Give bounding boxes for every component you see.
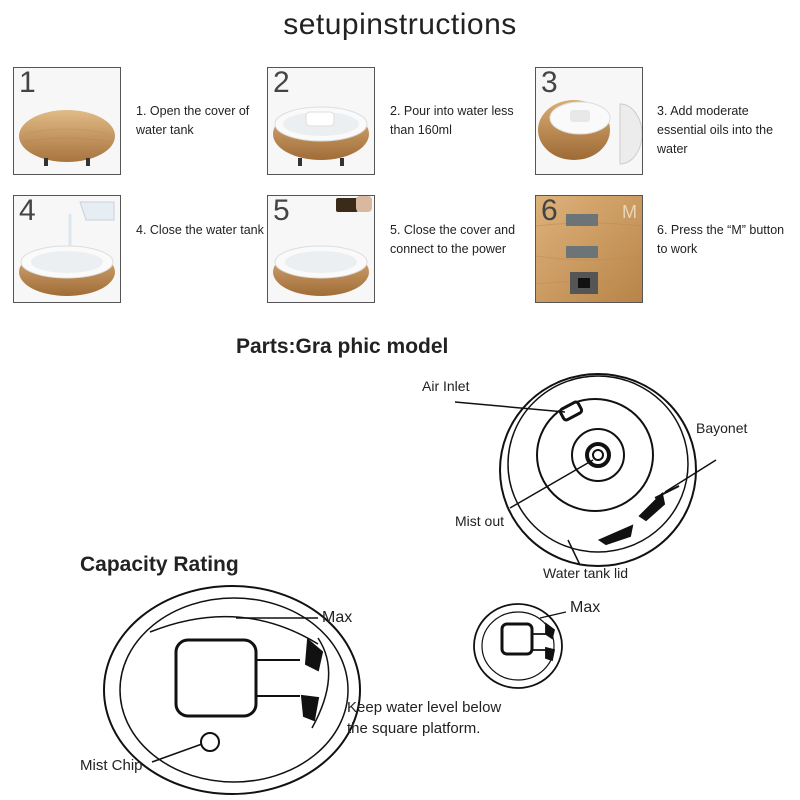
step-6-text: 6. Press the “M” button to work bbox=[657, 223, 785, 256]
capacity-note: Keep water level below the square platfo… bbox=[347, 697, 501, 739]
bayonet-shape bbox=[638, 491, 666, 522]
mist-out-label: Mist out bbox=[455, 513, 505, 529]
square-platform bbox=[174, 638, 258, 718]
tank-ring bbox=[536, 398, 654, 512]
mist-out-leader bbox=[509, 459, 594, 509]
mist-ring bbox=[571, 428, 625, 482]
square-platform bbox=[500, 622, 534, 656]
outer-ring bbox=[473, 603, 563, 689]
air-inlet-leader bbox=[454, 401, 566, 413]
diffuser-control-panel-image bbox=[536, 196, 642, 302]
inner-ring bbox=[481, 611, 555, 681]
step-2-photo: 2 bbox=[267, 67, 375, 175]
max-label-small: Max bbox=[570, 599, 601, 616]
step-2-text: 2. Pour into water less than 160ml bbox=[390, 104, 514, 137]
top-view-diagram bbox=[454, 373, 717, 567]
mist-chip-leader bbox=[151, 743, 203, 763]
outer-ring bbox=[103, 585, 361, 795]
step-4-photo: 4 bbox=[13, 195, 121, 303]
tank-wall bbox=[311, 637, 330, 729]
step-3-text: 3. Add moderate essential oils into the … bbox=[657, 104, 774, 156]
capacity-title: Capacity Rating bbox=[80, 553, 239, 576]
step-number: 3 bbox=[541, 67, 558, 99]
mist-chip-label: Mist Chip bbox=[80, 757, 143, 774]
air-inlet-shape bbox=[558, 400, 584, 422]
platform-bracket bbox=[256, 659, 300, 697]
step-number: 1 bbox=[19, 67, 36, 99]
step-number: 2 bbox=[273, 67, 290, 99]
water-tank-lid-leader bbox=[567, 539, 581, 566]
step-5-text: 5. Close the cover and connect to the po… bbox=[390, 223, 516, 256]
diffuser-closed-image bbox=[19, 110, 115, 166]
bayonet-shape bbox=[654, 485, 680, 499]
bayonet-shape bbox=[545, 646, 556, 662]
step-1-photo: 1 bbox=[13, 67, 121, 175]
mist-outlet-core bbox=[592, 449, 604, 461]
button-letter: M bbox=[622, 202, 637, 222]
bayonet-shape bbox=[545, 622, 556, 640]
diffuser-pour-water-image bbox=[19, 201, 115, 296]
step-1-text: 1. Open the cover of water tank bbox=[136, 104, 250, 137]
mist-chip-shape bbox=[200, 732, 220, 752]
capacity-note-line-2: the square platform. bbox=[347, 720, 481, 737]
parts-title: Parts:Gra phic model bbox=[236, 335, 449, 358]
capacity-note-line-1: Keep water level below bbox=[347, 699, 502, 716]
max-label-large: Max bbox=[322, 609, 353, 626]
step-number: 6 bbox=[541, 195, 558, 227]
water-level-line bbox=[149, 615, 319, 645]
diffuser-add-oil-image bbox=[273, 196, 372, 296]
inner-ring bbox=[119, 597, 349, 783]
diffuser-oil-image bbox=[538, 100, 642, 165]
capacity-large-diagram bbox=[103, 585, 361, 795]
step-5-photo: 5 bbox=[267, 195, 375, 303]
bayonet-leader bbox=[664, 459, 717, 493]
inner-ring bbox=[507, 375, 689, 553]
step-3-photo: 3 bbox=[535, 67, 643, 175]
platform-bracket bbox=[532, 633, 546, 651]
mist-outlet bbox=[585, 442, 611, 468]
bayonet-shape bbox=[597, 524, 634, 546]
max-leader bbox=[539, 611, 567, 619]
outer-ring bbox=[499, 373, 697, 567]
step-6-photo: 6 M bbox=[535, 195, 643, 303]
step-number: 5 bbox=[273, 195, 290, 227]
bayonet-label: Bayonet bbox=[696, 420, 748, 436]
page-title: setupinstructions bbox=[283, 8, 517, 41]
water-tank-lid-label: Water tank lid bbox=[543, 565, 629, 581]
diffuser-open-tank-image bbox=[273, 106, 369, 166]
step-4-text: 4. Close the water tank bbox=[136, 223, 264, 237]
bayonet-shape bbox=[304, 637, 324, 672]
air-inlet-label: Air Inlet bbox=[422, 378, 470, 394]
step-number: 4 bbox=[19, 195, 36, 227]
bayonet-shape bbox=[300, 694, 320, 722]
capacity-small-diagram bbox=[473, 603, 567, 689]
